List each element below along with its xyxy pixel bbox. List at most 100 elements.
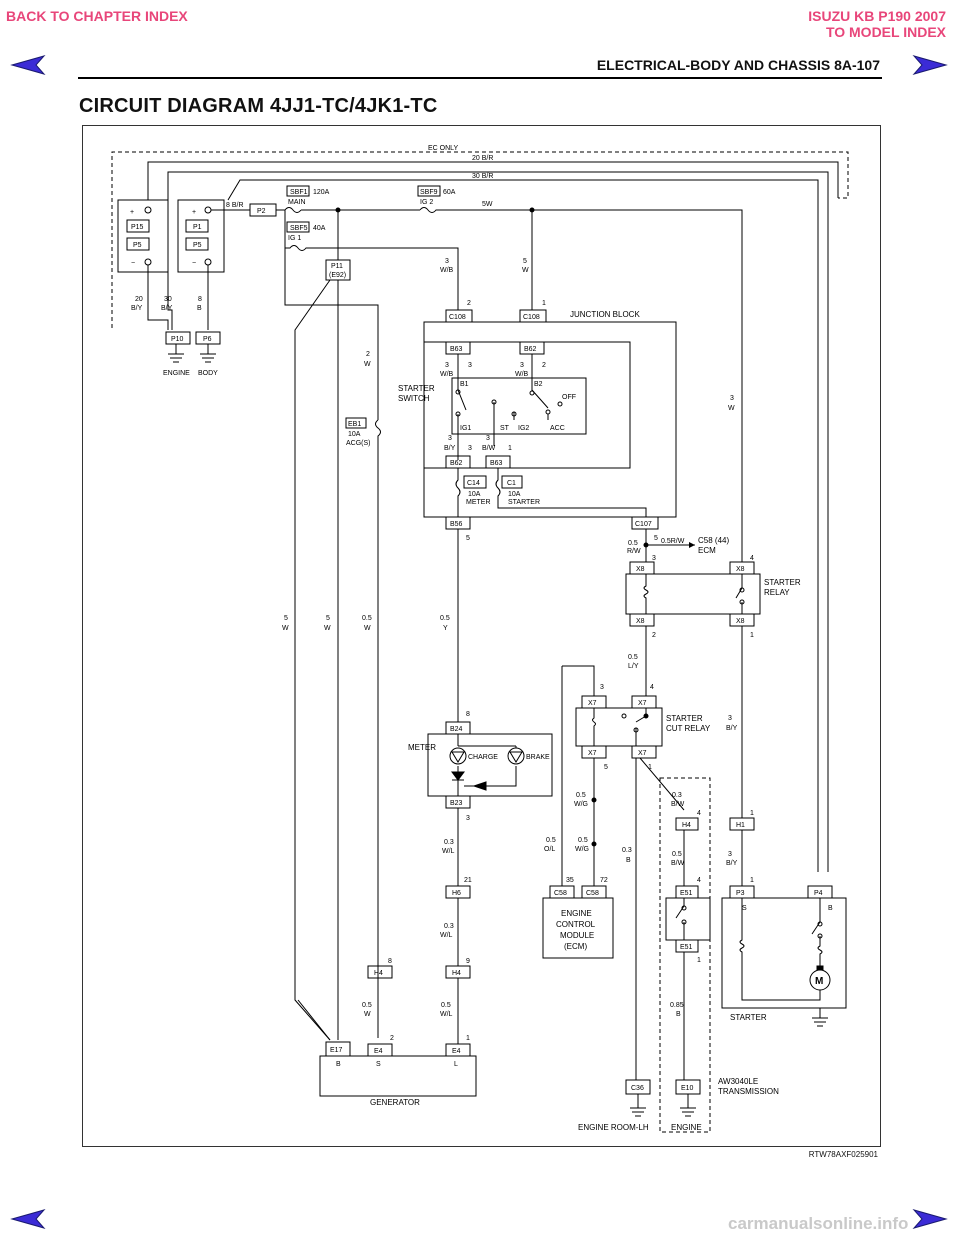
svg-text:B24: B24 — [450, 726, 463, 733]
model-index-link[interactable]: ISUZU KB P190 2007 TO MODEL INDEX — [808, 8, 946, 40]
svg-text:X7: X7 — [588, 700, 597, 707]
svg-text:B62: B62 — [450, 460, 463, 467]
svg-text:0.3: 0.3 — [444, 923, 454, 930]
prev-page-bottom-arrow-icon[interactable] — [10, 1208, 46, 1230]
svg-text:C58: C58 — [554, 890, 567, 897]
sbf9-label: SBF9 — [420, 189, 438, 196]
generator-label: GENERATOR — [370, 1098, 420, 1107]
svg-text:B23: B23 — [450, 800, 463, 807]
eb1-box — [345, 417, 367, 429]
svg-text:L: L — [454, 1061, 458, 1068]
svg-text:1: 1 — [648, 764, 652, 771]
svg-text:S: S — [742, 905, 747, 912]
battery-sub-p15-box — [126, 219, 150, 233]
battery-main-p5-box — [185, 237, 209, 251]
svg-text:(ECM): (ECM) — [564, 942, 587, 951]
next-page-arrow-icon[interactable] — [912, 54, 948, 76]
svg-text:5: 5 — [654, 535, 658, 542]
svg-text:3: 3 — [600, 684, 604, 691]
svg-text:STARTER: STARTER — [508, 499, 540, 506]
p10-connector — [165, 331, 191, 345]
ground-engine-label: ENGINE — [163, 370, 190, 377]
svg-text:3: 3 — [520, 362, 524, 369]
svg-text:0.5: 0.5 — [362, 1002, 372, 1009]
svg-text:8: 8 — [388, 958, 392, 965]
svg-text:B/W: B/W — [482, 445, 496, 452]
back-to-chapter-link[interactable]: BACK TO CHAPTER INDEX — [6, 8, 188, 24]
svg-text:W/L: W/L — [440, 932, 453, 939]
svg-text:CHARGE: CHARGE — [468, 754, 498, 761]
svg-text:AW3040LE: AW3040LE — [718, 1077, 758, 1086]
ec-only-label: EC ONLY — [428, 145, 459, 152]
svg-text:2: 2 — [542, 362, 546, 369]
svg-text:S: S — [376, 1061, 381, 1068]
svg-text:10A: 10A — [348, 431, 361, 438]
svg-text:ST: ST — [500, 425, 510, 432]
svg-text:30: 30 — [164, 296, 172, 303]
svg-text:1: 1 — [466, 1035, 470, 1042]
wire-30br-label: 30 B/R — [472, 173, 493, 180]
prev-page-arrow-icon[interactable] — [10, 54, 46, 76]
svg-text:W: W — [364, 625, 371, 632]
battery-sub-p5: P5 — [133, 242, 142, 249]
svg-text:W/L: W/L — [440, 1011, 453, 1018]
svg-text:ECM: ECM — [698, 546, 716, 555]
svg-text:B: B — [197, 305, 202, 312]
svg-text:4: 4 — [697, 810, 701, 817]
wire-30br — [167, 171, 829, 872]
battery-main-minus: − — [192, 260, 196, 267]
starter-box — [721, 897, 847, 1009]
battery-sub-box — [117, 199, 169, 273]
svg-text:E4: E4 — [452, 1048, 461, 1055]
svg-text:O/L: O/L — [544, 846, 555, 853]
svg-text:W/G: W/G — [575, 846, 589, 853]
sbf9-box — [417, 185, 441, 197]
sbf5-name: IG 1 — [288, 235, 301, 242]
svg-text:E10: E10 — [681, 1085, 694, 1092]
svg-text:3: 3 — [445, 362, 449, 369]
svg-text:B/Y: B/Y — [131, 305, 143, 312]
svg-text:H1: H1 — [736, 822, 745, 829]
battery-sub-minus: − — [131, 260, 135, 267]
svg-text:P4: P4 — [814, 890, 823, 897]
svg-text:METER: METER — [466, 499, 491, 506]
sbf5-box — [286, 221, 310, 233]
svg-text:0.5: 0.5 — [362, 615, 372, 622]
svg-text:8: 8 — [198, 296, 202, 303]
svg-text:C108: C108 — [523, 314, 540, 321]
c107-connector — [631, 516, 659, 530]
model-title: ISUZU KB P190 2007 — [808, 8, 946, 24]
aw-transmission-dashed-box — [659, 777, 711, 1133]
svg-text:0.5: 0.5 — [628, 654, 638, 661]
e51-connector-2 — [675, 939, 699, 953]
svg-text:TRANSMISSION: TRANSMISSION — [718, 1087, 779, 1096]
svg-text:ACC: ACC — [550, 425, 565, 432]
svg-text:4: 4 — [650, 684, 654, 691]
svg-text:1: 1 — [542, 300, 546, 307]
svg-text:B: B — [676, 1011, 681, 1018]
svg-text:4: 4 — [697, 877, 701, 884]
svg-text:P6: P6 — [203, 336, 212, 343]
svg-text:W: W — [728, 405, 735, 412]
engine-room-lh-label: ENGINE ROOM-LH — [578, 1123, 649, 1132]
ground-body-label: BODY — [198, 370, 218, 377]
svg-text:3: 3 — [728, 851, 732, 858]
battery-main-box — [177, 199, 225, 273]
svg-text:3: 3 — [468, 362, 472, 369]
battery-main-plus: + — [192, 209, 196, 216]
ecm-box — [542, 897, 614, 959]
svg-text:R/W: R/W — [627, 548, 641, 555]
svg-text:Y: Y — [443, 625, 448, 632]
svg-text:X8: X8 — [636, 566, 645, 573]
sbf9-amp: 60A — [443, 189, 456, 196]
svg-text:E51: E51 — [680, 890, 693, 897]
starter-label: STARTER — [730, 1013, 767, 1022]
e92-label: (E92) — [329, 272, 346, 279]
c14-box — [463, 475, 487, 489]
next-page-bottom-arrow-icon[interactable] — [912, 1208, 948, 1230]
sbf1-label: SBF1 — [290, 189, 308, 196]
svg-text:35: 35 — [566, 877, 574, 884]
c108-right — [519, 309, 547, 323]
svg-text:B/Y: B/Y — [161, 305, 173, 312]
